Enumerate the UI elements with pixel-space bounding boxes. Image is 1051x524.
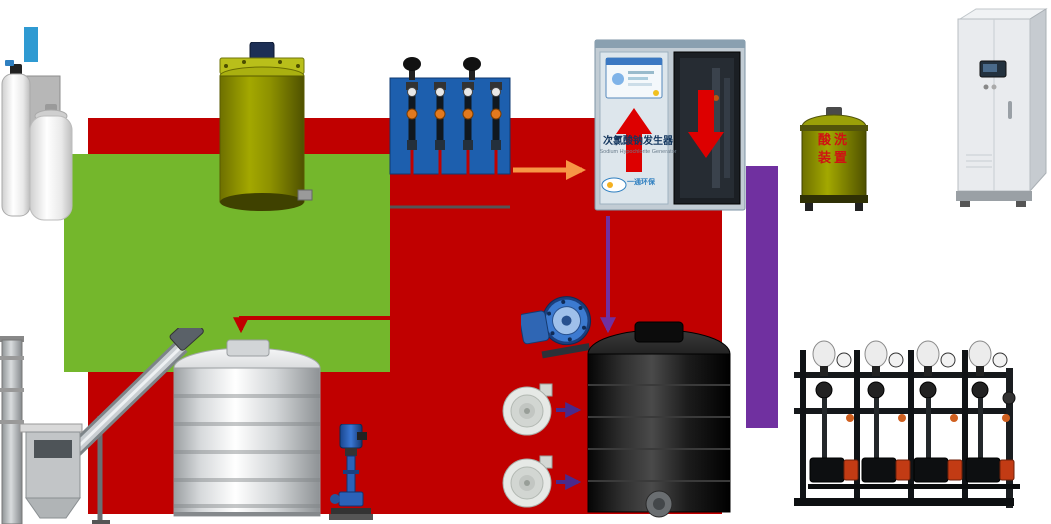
hmi-screen bbox=[605, 57, 663, 99]
up-arrow-icon bbox=[616, 108, 652, 172]
tank-body bbox=[219, 66, 313, 211]
brand-logo-icon bbox=[601, 177, 627, 193]
black-storage-tank bbox=[583, 320, 735, 520]
cabinet-screen bbox=[979, 60, 1007, 78]
dosing-pump-skid bbox=[792, 338, 1020, 520]
blower-fan-2 bbox=[500, 454, 556, 510]
softener-brine-tank bbox=[29, 104, 73, 221]
feed-column bbox=[0, 336, 24, 524]
feed-hopper bbox=[19, 423, 83, 519]
filter-valve-skid bbox=[388, 56, 512, 210]
pump-base bbox=[329, 508, 373, 520]
water-softener bbox=[0, 58, 74, 224]
skid-red-piping bbox=[392, 150, 508, 208]
tank-shell bbox=[173, 367, 321, 517]
stainless-dissolving-tank bbox=[168, 336, 326, 522]
pump-motor bbox=[339, 423, 367, 449]
cabinet-button bbox=[991, 84, 997, 90]
down-arrow-icon bbox=[688, 90, 724, 158]
generator-subtitle: Sodium Hypochlorite Generator bbox=[599, 149, 677, 155]
vent-mushroom-icon bbox=[403, 57, 481, 80]
cabinet-body bbox=[957, 8, 1048, 193]
fan-scroll bbox=[502, 386, 552, 436]
mixer-motor bbox=[249, 41, 275, 61]
control-cabinet bbox=[950, 5, 1050, 207]
tank-shell bbox=[587, 353, 731, 513]
cabinet-vents bbox=[966, 154, 992, 168]
acid-wash-label-2: 装置 bbox=[817, 150, 850, 165]
transfer-pump bbox=[518, 288, 597, 360]
pump-column bbox=[330, 448, 364, 507]
chemical-mixing-tank bbox=[210, 41, 314, 220]
skid-frame bbox=[794, 350, 1016, 508]
generator-brand-label: 一通环保 bbox=[627, 179, 655, 186]
blower-fan-1 bbox=[500, 382, 556, 438]
fan-scroll bbox=[502, 458, 552, 508]
softener-resin-column bbox=[1, 60, 31, 217]
pump-housing bbox=[542, 296, 592, 346]
vertical-multistage-pump bbox=[327, 423, 375, 524]
acid-tank-body bbox=[800, 107, 868, 211]
dosing-unit bbox=[912, 340, 968, 489]
pump-motor bbox=[518, 310, 550, 345]
door-handle bbox=[1008, 101, 1012, 119]
dosing-unit bbox=[808, 340, 864, 489]
dosing-unit bbox=[860, 340, 916, 489]
dosing-unit bbox=[964, 340, 1020, 489]
cabinet-base bbox=[956, 191, 1032, 207]
tank-outlet-port bbox=[645, 490, 673, 518]
cabinet-button bbox=[983, 84, 989, 90]
blue-marker-bar bbox=[24, 27, 38, 62]
generator-title: 次氯酸钠发生器 bbox=[603, 136, 673, 147]
pump-skid-base bbox=[541, 343, 590, 359]
filter-columns bbox=[406, 82, 502, 150]
acid-wash-tank: 酸洗 装置 bbox=[797, 107, 871, 213]
sodium-hypochlorite-generator: 次氯酸钠发生器 Sodium Hypochlorite Generator 一通… bbox=[594, 38, 748, 214]
acid-wash-label-1: 酸洗 bbox=[817, 132, 850, 147]
flow-purple-band bbox=[746, 166, 778, 428]
